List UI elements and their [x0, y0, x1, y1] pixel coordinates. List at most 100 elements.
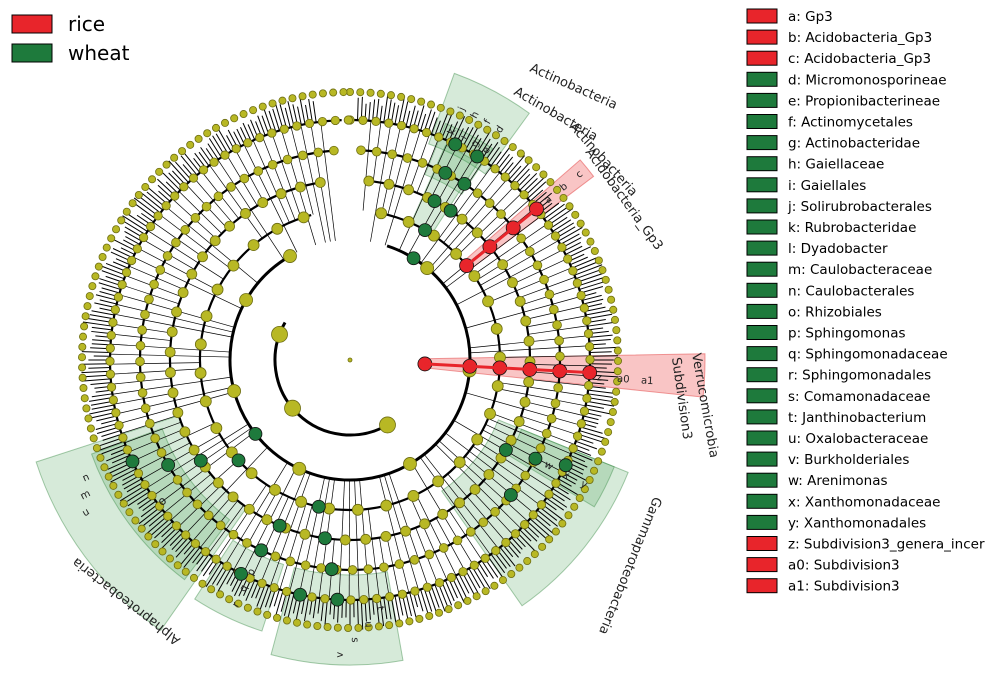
class-node: [407, 490, 420, 502]
genus-node: [181, 530, 191, 540]
leaf-node: [474, 120, 483, 129]
taxa-swatch: [746, 156, 778, 172]
leaf-branch: [434, 120, 441, 136]
leaf-node: [94, 262, 103, 271]
family-node: [478, 517, 489, 528]
leaf-branch: [247, 124, 256, 140]
class-node: [491, 380, 504, 392]
leaf-node: [131, 516, 140, 525]
leaf-branch: [101, 444, 126, 455]
sector-alpha-burkholderiales: [270, 567, 404, 666]
genus-node: [358, 115, 368, 125]
class-node: [471, 433, 484, 446]
inner-branch: [465, 455, 535, 514]
family-node: [424, 549, 435, 560]
family-node: [472, 188, 483, 198]
genus-node: [118, 433, 128, 443]
leaf-branch: [257, 115, 266, 136]
genus-node: [397, 589, 407, 599]
sector-letter-burkholderiales: t: [374, 606, 385, 611]
leaf-node: [576, 219, 585, 228]
taxa-swatch: [746, 409, 778, 425]
inner-branch: [141, 434, 221, 480]
inner-branch: [416, 137, 440, 194]
leaf-branch: [208, 138, 222, 158]
family-node: [465, 527, 476, 537]
rice-lineage-branch: [424, 362, 590, 375]
inner-branch: [498, 382, 588, 397]
leaf-node: [607, 295, 616, 304]
order-node: [209, 235, 221, 247]
family-node: [135, 340, 146, 351]
leaf-branch: [405, 110, 411, 127]
leaf-node: [523, 557, 532, 566]
leaf-node: [604, 428, 613, 437]
inner-branch: [379, 476, 410, 593]
leaf-branch: [560, 475, 576, 485]
leaf-node: [83, 302, 92, 311]
inner-branch: [271, 132, 302, 219]
inner-branch: [147, 230, 224, 280]
family-node: [516, 233, 526, 244]
genus-node: [585, 354, 595, 365]
sector-letter-sphingomonadales: p: [245, 567, 258, 577]
order-node: [164, 346, 176, 358]
leaf-branch: [529, 189, 544, 202]
leaf-node: [86, 424, 95, 433]
order-node: [257, 197, 269, 208]
taxa-swatch: [746, 472, 778, 488]
order-node: [224, 220, 235, 232]
leaf-node: [546, 178, 555, 187]
leaf-branch: [90, 382, 112, 386]
leaf-branch: [441, 110, 454, 139]
phylum-node: [403, 457, 417, 471]
genus-node: [346, 595, 356, 605]
leaf-branch: [133, 197, 159, 217]
leaf-node: [455, 111, 464, 120]
leaf-branch: [357, 97, 359, 121]
leaf-branch: [157, 184, 173, 199]
taxa-swatch: [746, 114, 778, 129]
order-node: [403, 184, 415, 196]
genus-node: [520, 519, 530, 530]
taxa-legend-label: a: Gp3: [788, 9, 833, 25]
leaf-branch: [499, 156, 514, 174]
leaf-node: [597, 447, 606, 456]
inner-branch: [445, 432, 541, 507]
taxa-legend-label: z: Subdivision3_genera_incer: [788, 537, 985, 553]
inner-branch: [290, 127, 314, 215]
sector-letter-rice-verruco: a0: [617, 374, 630, 386]
leaf-branch: [312, 597, 317, 619]
class-node: [402, 216, 415, 228]
genus-node: [372, 593, 382, 604]
genus-node: [282, 586, 292, 597]
genus-node: [198, 165, 209, 175]
leaf-branch: [587, 321, 617, 327]
genus-node: [550, 231, 561, 241]
leaf-node: [376, 89, 385, 98]
leaf-node: [490, 581, 499, 590]
leaf-branch: [360, 599, 364, 630]
clade-label-acidobacteria-gp3: Acidobacteria_Gp3: [582, 146, 666, 254]
leaf-branch: [444, 124, 453, 140]
genus-node: [106, 382, 117, 392]
taxa-legend-label: t: Janthinobacterium: [788, 410, 926, 426]
leaf-branch: [178, 544, 198, 567]
leaf-branch: [589, 351, 612, 353]
inner-branch: [497, 388, 586, 407]
genus-node: [171, 521, 182, 531]
leaf-branch: [398, 594, 404, 616]
genus-node: [510, 529, 521, 539]
taxa-swatch: [746, 367, 778, 383]
leaf-node: [498, 576, 507, 585]
leaf-branch: [283, 592, 291, 616]
inner-branch: [110, 362, 201, 365]
family-node: [267, 159, 278, 170]
leaf-branch: [91, 404, 115, 410]
genus-node: [576, 419, 586, 429]
leaf-branch: [437, 582, 449, 609]
leaf-branch: [444, 580, 455, 602]
inner-branch: [487, 418, 572, 455]
leaf-branch: [579, 430, 606, 440]
taxa-swatch: [746, 578, 778, 594]
